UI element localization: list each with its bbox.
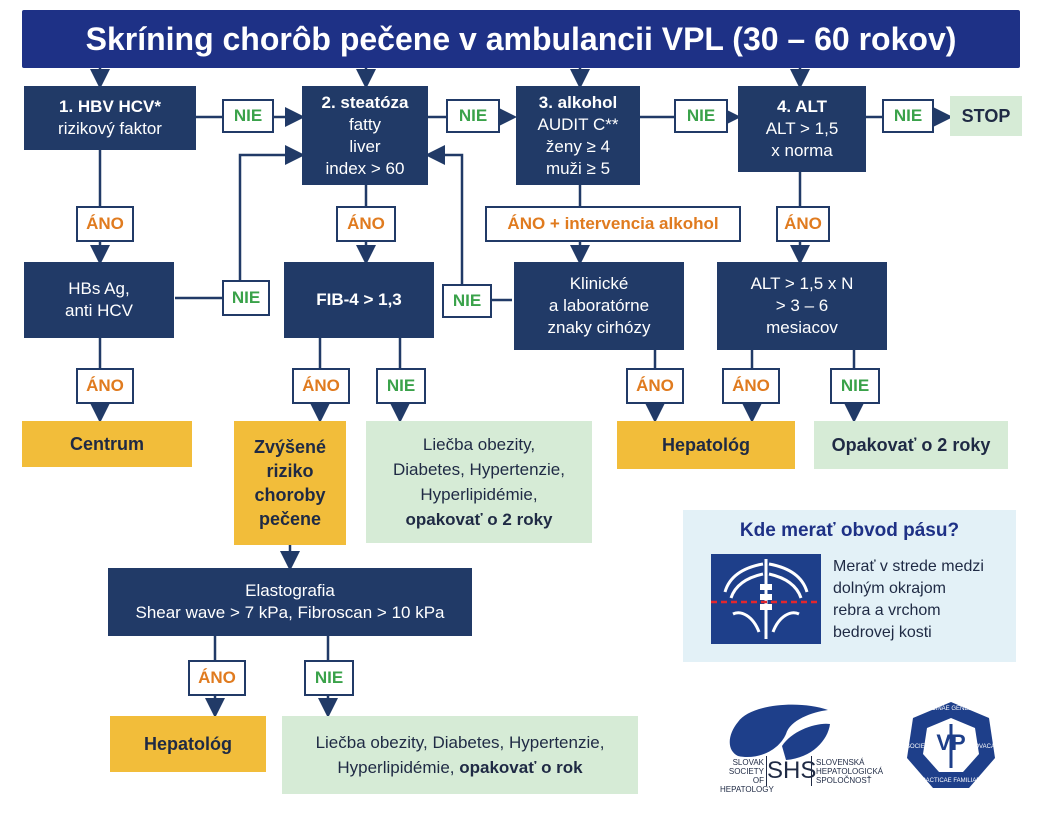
alt-repeat-box: ALT > 1,5 x N > 3 – 6 mesiacov <box>717 262 887 350</box>
step3-head: 3. alkohol <box>538 92 618 112</box>
hbs-line2: anti HCV <box>64 301 134 320</box>
zvysene-line2: riziko <box>266 461 314 481</box>
shs-left-1: SLOVAK <box>732 758 764 767</box>
shs-right-3: SPOLOČNOSŤ <box>816 776 872 785</box>
vpl-logo-mark <box>907 702 995 788</box>
opakovat-box: Opakovať o 2 roky <box>814 421 1008 469</box>
step2-line3: index > 60 <box>325 158 405 178</box>
fib4-box: FIB-4 > 1,3 <box>284 262 434 338</box>
label-nie-8: NIE <box>830 368 880 404</box>
hbs-ag-box: HBs Ag, anti HCV <box>24 262 174 338</box>
step2-line1: fatty <box>348 114 382 134</box>
label-nie-6: NIE <box>442 284 492 318</box>
liecba2-line2: Hyperlipidémie, opakovať o rok <box>337 755 582 780</box>
zvysene-line3: choroby <box>254 485 326 505</box>
shs-logo-mark <box>729 704 830 760</box>
shs-right-1: SLOVENSKÁ <box>816 758 865 767</box>
vpl-right-text: SLOVACA <box>967 744 995 750</box>
zvysene-line4: pečene <box>258 509 322 529</box>
label-ano-6: ÁNO <box>292 368 350 404</box>
step1-head: 1. HBV HCV* <box>58 97 162 116</box>
zvysene-riziko-box: Zvýšené riziko choroby pečene <box>234 421 346 545</box>
waist-title: Kde merať obvod pásu? <box>739 520 960 541</box>
shs-left-2: SOCIETY OF <box>728 767 764 785</box>
waist-line4: bedrovej kosti <box>833 624 932 641</box>
waist-line3: rebra a vrchom <box>833 602 941 619</box>
label-ano-2: ÁNO <box>336 206 396 242</box>
liecba1-line1: Liečba obezity, <box>422 435 536 454</box>
hbs-line1: HBs Ag, <box>68 279 130 298</box>
elasto-line1: Elastografia <box>245 581 335 600</box>
liecba1-line4: opakovať o 2 roky <box>405 510 553 529</box>
alt-repeat-line3: mesiacov <box>766 318 838 337</box>
vpl-center: VP <box>936 730 966 755</box>
label-ano-8: ÁNO <box>722 368 780 404</box>
label-ano-7: ÁNO <box>626 368 684 404</box>
step1-hbv-hcv-box: 1. HBV HCV* rizikový faktor <box>24 86 196 150</box>
step2-steatoza-box: 2. steatóza fatty liver index > 60 <box>302 86 428 185</box>
shs-mid-text: SHS <box>766 756 817 786</box>
alt-repeat-line1: ALT > 1,5 x N <box>750 274 854 293</box>
liecba-rok-box: Liečba obezity, Diabetes, Hypertenzie, H… <box>282 716 638 794</box>
step2-head: 2. steatóza <box>321 92 409 112</box>
liecba-2roky-box: Liečba obezity, Diabetes, Hypertenzie, H… <box>366 421 592 543</box>
hepatolog-box-2: Hepatológ <box>110 716 266 772</box>
klinicke-line3: znaky cirhózy <box>547 318 651 337</box>
label-nie-2: NIE <box>446 99 500 133</box>
waist-line2: dolným okrajom <box>833 580 946 597</box>
waist-line1: Merať v strede medzi <box>833 558 984 575</box>
vpl-left-text: SOCIETAS <box>906 744 936 750</box>
label-nie-3: NIE <box>674 99 728 133</box>
stop-box: STOP <box>950 96 1022 136</box>
label-ano-alkohol: ÁNO + intervencia alkohol <box>485 206 741 242</box>
label-ano-4: ÁNO <box>776 206 830 242</box>
step2-line2: liver <box>349 136 381 156</box>
label-ano-9: ÁNO <box>188 660 246 696</box>
step3-line2: ženy ≥ 4 <box>545 136 611 156</box>
label-nie-1: NIE <box>222 99 274 133</box>
zvysene-line1: Zvýšené <box>253 437 327 457</box>
hepatolog-box-1: Hepatológ <box>617 421 795 469</box>
label-nie-9: NIE <box>304 660 354 696</box>
waist-instructions: Merať v strede medzi dolným okrajom rebr… <box>833 556 1008 644</box>
step3-line1: AUDIT C** <box>537 114 619 134</box>
alt-repeat-line2: > 3 – 6 <box>775 296 829 315</box>
skeleton-illustration <box>711 554 821 644</box>
waist-info-panel: Kde merať obvod pásu? Merať v strede med… <box>683 510 1016 662</box>
klinicke-line2: a laboratórne <box>548 296 650 315</box>
page-title: Skríning chorôb pečene v ambulancii VPL … <box>22 10 1020 68</box>
liecba2-line2b: opakovať o rok <box>459 758 583 777</box>
shs-left-3: HEPATOLOGY <box>720 785 774 794</box>
label-nie-4: NIE <box>882 99 934 133</box>
elasto-line2: Shear wave > 7 kPa, Fibroscan > 10 kPa <box>135 603 445 622</box>
label-nie-7: NIE <box>376 368 426 404</box>
step4-alt-box: 4. ALT ALT > 1,5 x norma <box>738 86 866 172</box>
liecba1-line3: Hyperlipidémie, <box>420 485 538 504</box>
centrum-box: Centrum <box>22 421 192 467</box>
step3-line3: muži ≥ 5 <box>545 158 611 178</box>
elastografia-box: Elastografia Shear wave > 7 kPa, Fibrosc… <box>108 568 472 636</box>
label-ano-5: ÁNO <box>76 368 134 404</box>
shs-right-text: SLOVENSKÁ HEPATOLOGICKÁ SPOLOČNOSŤ <box>816 758 886 785</box>
shs-left-text: SLOVAK SOCIETY OF HEPATOLOGY <box>720 758 774 794</box>
shs-right-2: HEPATOLOGICKÁ <box>816 767 884 776</box>
liecba1-line2: Diabetes, Hypertenzie, <box>393 460 565 479</box>
fib4-text: FIB-4 > 1,3 <box>316 290 402 309</box>
klinicke-znaky-box: Klinické a laboratórne znaky cirhózy <box>514 262 684 350</box>
vpl-bottom-text: PRACTICAE FAMILIARE <box>917 778 985 784</box>
liecba2-line1: Liečba obezity, Diabetes, Hypertenzie, <box>315 733 605 752</box>
step4-head: 4. ALT <box>776 97 828 116</box>
vpl-top-text: MEDICINAE GENERALIS <box>916 706 986 712</box>
step1-sub: rizikový faktor <box>58 119 162 138</box>
label-ano-1: ÁNO <box>76 206 134 242</box>
klinicke-line1: Klinické <box>569 274 629 293</box>
liecba2-line2a: Hyperlipidémie, <box>337 758 460 777</box>
label-nie-5: NIE <box>222 280 270 316</box>
step4-line1: ALT > 1,5 <box>765 119 839 138</box>
step3-alkohol-box: 3. alkohol AUDIT C** ženy ≥ 4 muži ≥ 5 <box>516 86 640 185</box>
vpl-society-logo: VP MEDICINAE GENERALIS SLOVACA PRACTICAE… <box>905 700 997 792</box>
shs-logo: SLOVAK SOCIETY OF HEPATOLOGY SHS SLOVENS… <box>720 700 883 800</box>
step4-line2: x norma <box>771 141 833 160</box>
